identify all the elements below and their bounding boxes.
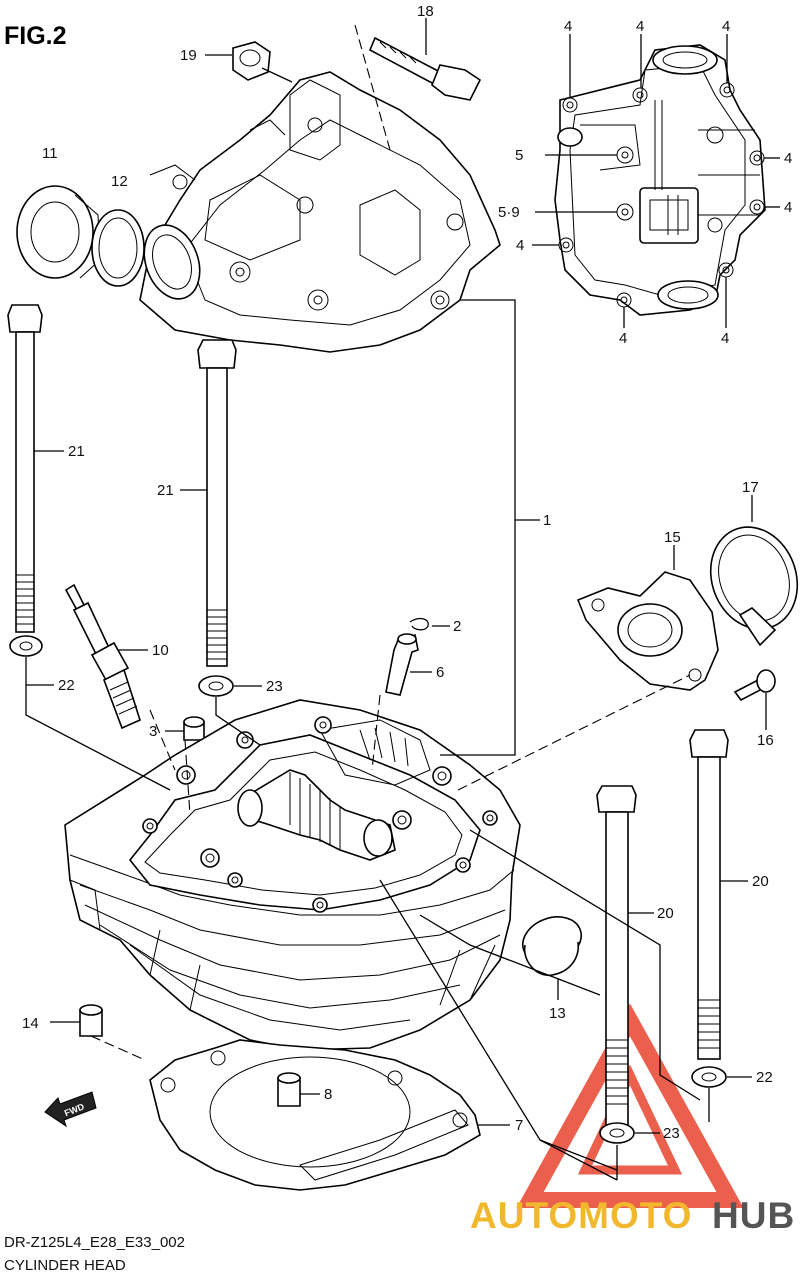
part-21-stud-bolt-center — [197, 339, 237, 667]
callout-14: 14 — [22, 1015, 39, 1032]
watermark-logo-text: AUTOMOTO HUB — [470, 1195, 795, 1236]
part-7-gasket — [149, 1039, 481, 1191]
callout-20b: 20 — [752, 873, 769, 890]
part-15-intake-pipe — [576, 571, 719, 691]
callout-22b: 22 — [756, 1069, 773, 1086]
callout-5: 5 — [515, 147, 523, 164]
part-14-dowel — [79, 1004, 103, 1037]
part-11-plug — [16, 185, 101, 279]
callout-labels: 1 2 3 6 7 8 10 11 12 13 14 15 16 17 18 1… — [22, 3, 792, 1142]
callout-21a: 21 — [68, 443, 85, 460]
callout-15: 15 — [664, 529, 681, 546]
callout-3: 3 — [149, 723, 157, 740]
watermark-auto: AUTOMOTO — [470, 1195, 692, 1236]
part-6-valve-guide — [385, 633, 419, 696]
callout-8: 8 — [324, 1086, 332, 1103]
callout-23a: 23 — [266, 678, 283, 695]
callout-4h: 4 — [721, 330, 729, 347]
callout-22a: 22 — [58, 677, 75, 694]
callout-10: 10 — [152, 642, 169, 659]
callout-5-9: 5·9 — [498, 204, 520, 221]
callout-4a: 4 — [564, 18, 572, 35]
callout-4e: 4 — [784, 199, 792, 216]
part-2-clip — [409, 617, 429, 631]
part-19-nut — [232, 41, 271, 81]
part-22-washer-right — [691, 1066, 727, 1088]
callout-4g: 4 — [619, 330, 627, 347]
part-16-screw — [733, 669, 776, 702]
callout-4f: 4 — [516, 237, 524, 254]
part-8-dowel — [277, 1072, 301, 1107]
callout-7: 7 — [515, 1117, 523, 1134]
callout-21b: 21 — [157, 482, 174, 499]
inset-leaders — [532, 34, 780, 328]
part-12-oring — [91, 209, 145, 287]
callout-18: 18 — [417, 3, 434, 20]
part-3-dowel — [183, 716, 205, 741]
part-23-washer-center — [198, 675, 234, 697]
callout-11: 11 — [42, 145, 58, 162]
part-20-bolt-center-right — [596, 785, 637, 1131]
callout-13: 13 — [549, 1005, 566, 1022]
assembly-guide-lines — [25, 299, 710, 1181]
callout-23b: 23 — [663, 1125, 680, 1142]
part-20-bolt-right — [689, 729, 729, 1060]
callout-2: 2 — [453, 618, 461, 635]
part-18-bolt — [368, 36, 482, 101]
callout-16: 16 — [757, 732, 774, 749]
callout-4b: 4 — [636, 18, 644, 35]
callout-19: 19 — [180, 47, 197, 64]
head-cover-underside-view — [554, 44, 766, 316]
section-name-caption: CYLINDER HEAD — [4, 1257, 126, 1274]
part-17-clamp — [709, 526, 799, 647]
part-10-spark-plug — [64, 583, 141, 730]
model-code-caption: DR-Z125L4_E28_E33_002 — [4, 1234, 185, 1251]
cylinder-head-cover — [139, 71, 501, 353]
part-13-plug — [522, 916, 582, 976]
callout-4d: 4 — [784, 150, 792, 167]
part-21-stud-bolt-left — [7, 304, 43, 633]
callout-6: 6 — [436, 664, 444, 681]
callout-17: 17 — [742, 479, 759, 496]
fwd-arrow-icon: FWD — [44, 1091, 97, 1128]
figure-title: FIG.2 — [4, 22, 67, 50]
callout-12: 12 — [111, 173, 128, 190]
part-23-washer-right — [599, 1122, 635, 1144]
part-22-washer-left — [9, 635, 43, 657]
callout-4c: 4 — [722, 18, 730, 35]
callout-1: 1 — [543, 512, 551, 529]
watermark-hub: HUB — [712, 1195, 795, 1236]
callout-20a: 20 — [657, 905, 674, 922]
part-1-cylinder-head — [64, 699, 521, 1051]
